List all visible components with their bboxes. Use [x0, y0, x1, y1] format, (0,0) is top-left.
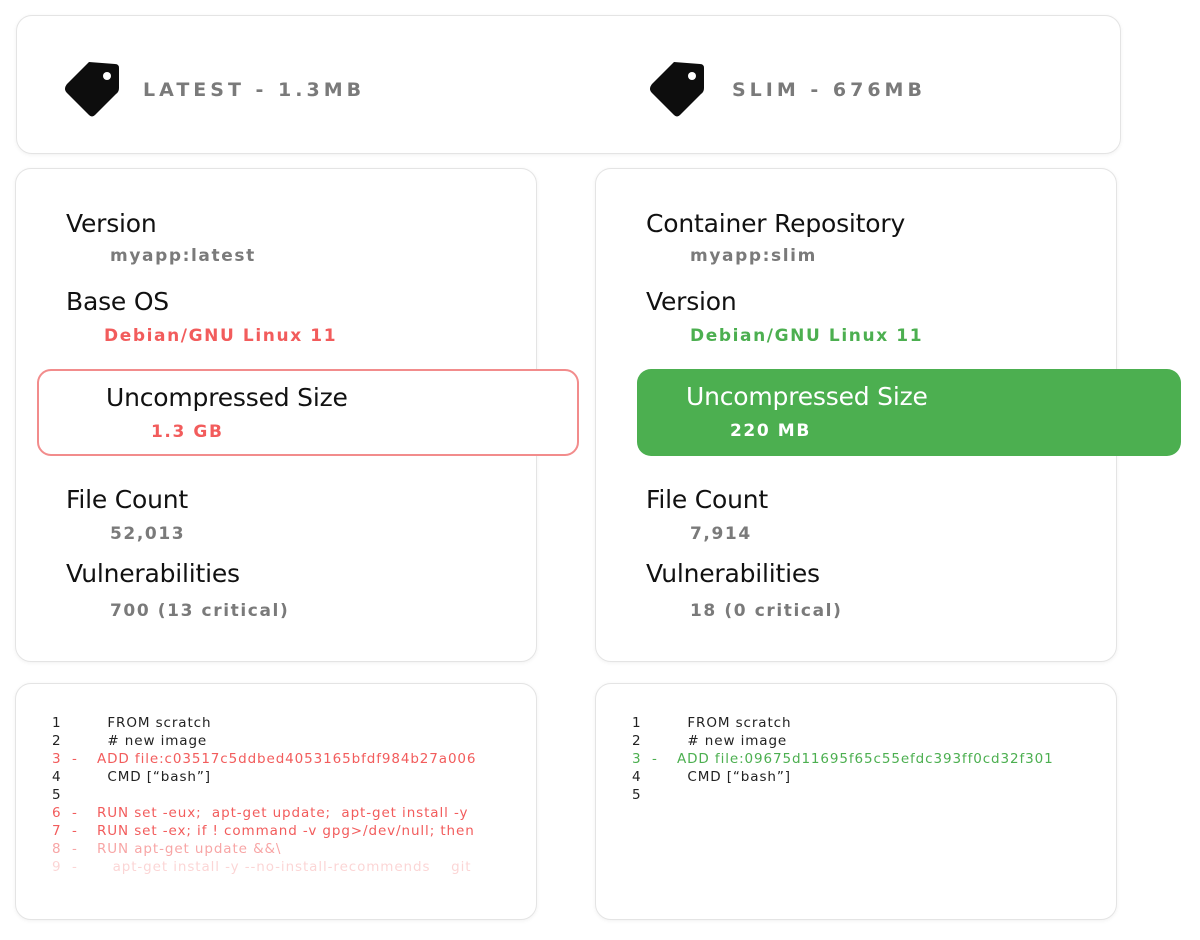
line-text: ADD file:09675d11695f65c55efdc393ff0cd32… [677, 751, 1054, 767]
code-line: 8- RUN apt-get update &&\ [52, 840, 281, 858]
change-marker: - [72, 841, 78, 857]
code-line: 5 [632, 786, 677, 804]
version-title: Version [646, 287, 737, 316]
uncompressed-size-value: 220 MB [730, 421, 811, 441]
file-count-value: 7,914 [690, 524, 752, 544]
version-title: Version [66, 209, 157, 238]
line-number: 7 [52, 823, 62, 839]
uncompressed-size-title: Uncompressed Size [686, 382, 928, 411]
line-number: 3 [52, 751, 62, 767]
code-line: 2 # new image [52, 732, 207, 750]
line-text: apt-get install -y --no-install-recommen… [97, 859, 472, 875]
file-count-title: File Count [66, 485, 189, 514]
tag-icon [650, 62, 704, 117]
latest-tag-label: LATEST - 1.3MB [143, 79, 366, 101]
line-number: 1 [632, 715, 642, 731]
version-value: Debian/GNU Linux 11 [690, 326, 924, 346]
change-marker: - [72, 823, 78, 839]
vulnerabilities-value: 18 (0 critical) [690, 601, 843, 621]
slim-tag-label: SLIM - 676MB [732, 79, 926, 101]
change-marker: - [72, 751, 78, 767]
base-os-value: Debian/GNU Linux 11 [104, 326, 338, 346]
line-text: CMD [“bash”] [677, 769, 791, 785]
code-line: 3- ADD file:c03517c5ddbed4053165bfdf984b2… [52, 750, 476, 768]
line-number: 4 [632, 769, 642, 785]
latest-uncompressed-size-box: Uncompressed Size 1.3 GB [37, 369, 579, 456]
code-line: 1 FROM scratch [632, 714, 791, 732]
line-number: 5 [52, 787, 62, 803]
code-line: 9- apt-get install -y --no-install-recom… [52, 858, 472, 876]
code-line: 6- RUN set -eux; apt-get update; apt-get … [52, 804, 468, 822]
code-line: 4 CMD [“bash”] [52, 768, 211, 786]
line-number: 9 [52, 859, 62, 875]
line-text: RUN set -eux; apt-get update; apt-get in… [97, 805, 469, 821]
container-repository-value: myapp:slim [690, 246, 817, 266]
uncompressed-size-title: Uncompressed Size [106, 383, 348, 412]
tag-icon [65, 62, 119, 117]
container-repository-title: Container Repository [646, 209, 906, 238]
vulnerabilities-title: Vulnerabilities [646, 559, 820, 588]
line-number: 2 [52, 733, 62, 749]
code-line: 7- RUN set -ex; if ! command -v gpg>/dev/… [52, 822, 475, 840]
slim-uncompressed-size-box: Uncompressed Size 220 MB [637, 369, 1181, 456]
file-count-value: 52,013 [110, 524, 186, 544]
line-number: 5 [632, 787, 642, 803]
vulnerabilities-value: 700 (13 critical) [110, 601, 290, 621]
line-text: FROM scratch [97, 715, 212, 731]
line-text: # new image [677, 733, 788, 749]
line-number: 3 [632, 751, 642, 767]
code-line: 2 # new image [632, 732, 787, 750]
line-text: RUN set -ex; if ! command -v gpg>/dev/nu… [97, 823, 475, 839]
uncompressed-size-value: 1.3 GB [151, 422, 224, 442]
line-text: RUN apt-get update &&\ [97, 841, 282, 857]
code-line: 4 CMD [“bash”] [632, 768, 791, 786]
code-line: 3- ADD file:09675d11695f65c55efdc393ff0cd… [632, 750, 1054, 768]
version-value: myapp:latest [110, 246, 256, 266]
change-marker: - [72, 805, 78, 821]
code-line: 1 FROM scratch [52, 714, 211, 732]
code-line: 5 [52, 786, 97, 804]
line-number: 6 [52, 805, 62, 821]
line-number: 4 [52, 769, 62, 785]
line-text: FROM scratch [677, 715, 792, 731]
line-text: ADD file:c03517c5ddbed4053165bfdf984b27a… [97, 751, 477, 767]
image-tags-header: LATEST - 1.3MB SLIM - 676MB [16, 15, 1121, 154]
vulnerabilities-title: Vulnerabilities [66, 559, 240, 588]
line-number: 1 [52, 715, 62, 731]
file-count-title: File Count [646, 485, 769, 514]
base-os-title: Base OS [66, 287, 169, 316]
line-number: 8 [52, 841, 62, 857]
change-marker: - [72, 859, 78, 875]
line-text: CMD [“bash”] [97, 769, 211, 785]
line-number: 2 [632, 733, 642, 749]
change-marker: - [652, 751, 658, 767]
line-text: # new image [97, 733, 208, 749]
